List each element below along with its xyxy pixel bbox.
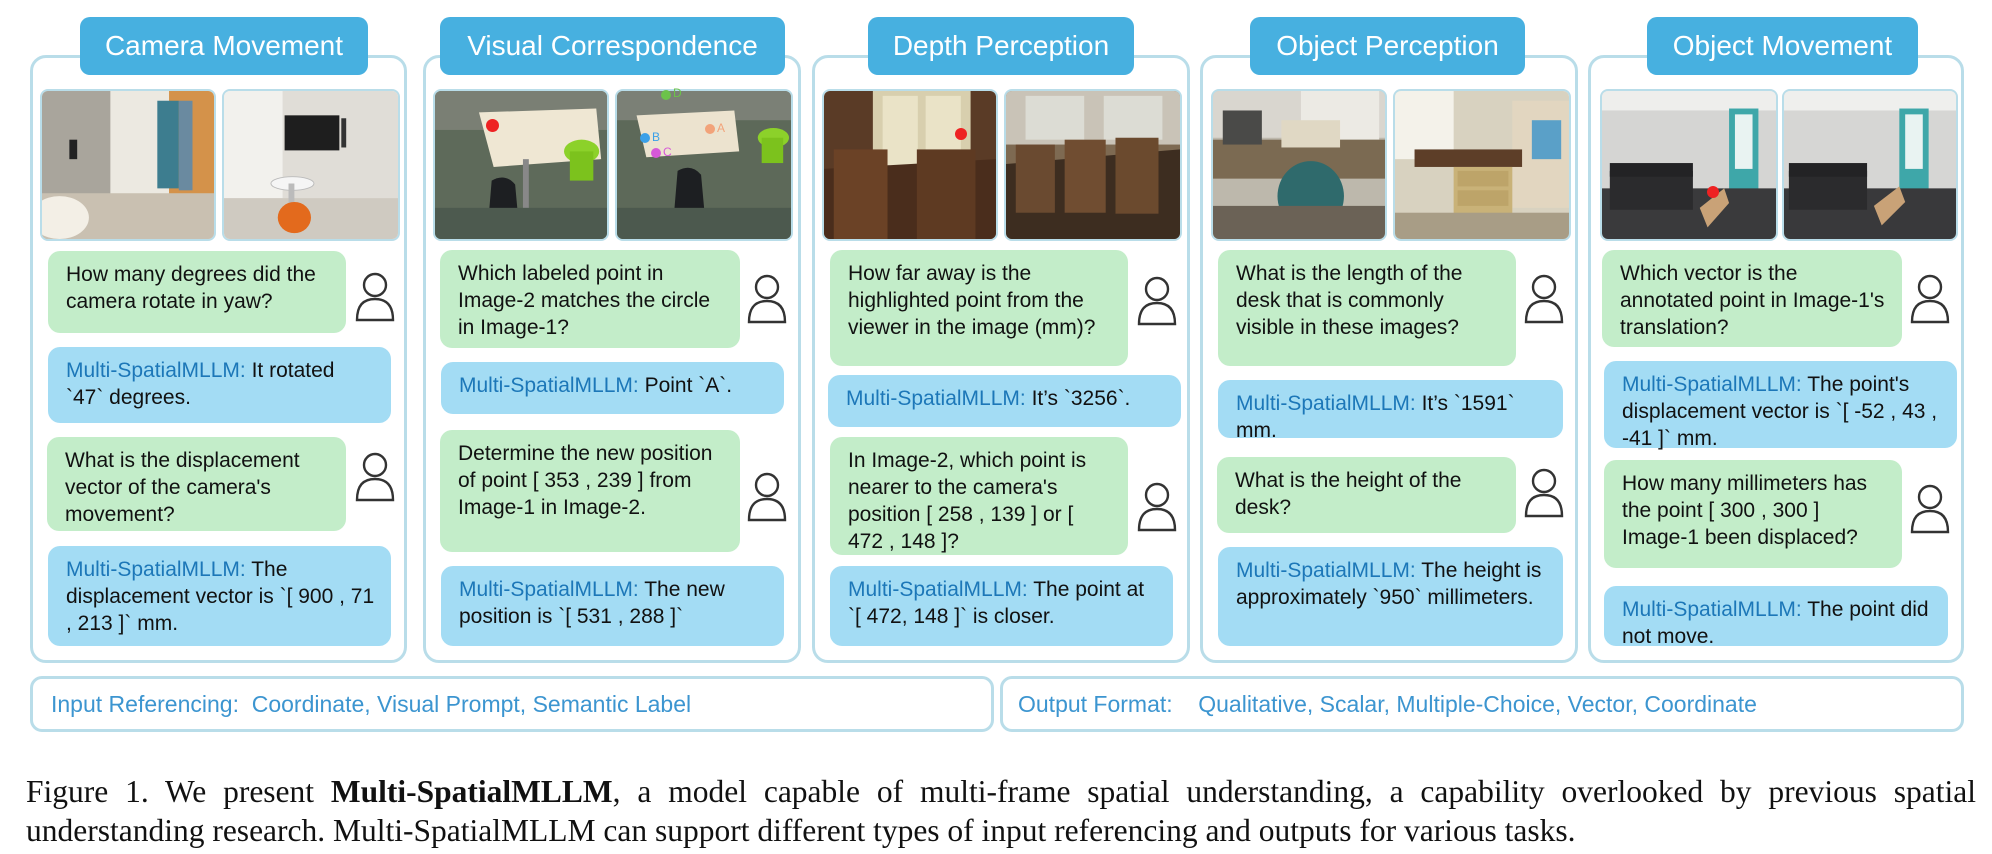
image-point-marker <box>640 133 650 143</box>
image-point-label: A <box>717 121 726 135</box>
user-icon <box>1523 272 1565 324</box>
image-point-marker <box>651 148 661 158</box>
user-icon <box>354 450 396 502</box>
question-bubble: What is the height of the desk? <box>1217 457 1516 533</box>
image-1-camera-movement <box>40 89 216 241</box>
answer-text: It rotated `47` degrees. <box>66 359 335 409</box>
answer-bubble: Multi-SpatialMLLM: The point's displacem… <box>1604 361 1957 450</box>
image-2-object-perception <box>1393 89 1571 241</box>
user-icon <box>1136 480 1178 532</box>
question-bubble: Which vector is the annotated point in I… <box>1602 250 1902 347</box>
answer-bubble: Multi-SpatialMLLM: It’s `3256`. <box>828 375 1181 427</box>
image-point-marker <box>486 119 499 132</box>
user-icon <box>354 270 396 322</box>
image-2-object-movement <box>1782 89 1958 241</box>
image-2-camera-movement <box>222 89 400 241</box>
question-bubble: How many millimeters has the point [ 300… <box>1604 460 1902 568</box>
image-1-depth-perception <box>822 89 998 241</box>
speaker-label: Multi-SpatialMLLM: <box>1236 392 1416 415</box>
user-icon <box>1909 482 1951 534</box>
answer-bubble: Multi-SpatialMLLM: The displacement vect… <box>48 546 391 646</box>
user-icon <box>746 470 788 522</box>
answer-text: The point's displacement vector is `[ -5… <box>1622 373 1938 450</box>
user-icon <box>1523 466 1565 518</box>
question-bubble: How far away is the highlighted point fr… <box>830 250 1128 366</box>
caption-model-name: Multi-SpatialMLLM <box>330 774 613 809</box>
image-point-marker <box>705 124 715 134</box>
answer-text: The point at `[ 472, 148 ]` is closer. <box>848 578 1145 628</box>
speaker-label: Multi-SpatialMLLM: <box>846 387 1026 410</box>
answer-text: It’s `1591` mm. <box>1236 392 1515 442</box>
input-referencing-values: Coordinate, Visual Prompt, Semantic Labe… <box>251 691 692 717</box>
image-point-marker <box>955 128 967 140</box>
user-icon <box>746 272 788 324</box>
input-referencing-box: Input Referencing: Coordinate, Visual Pr… <box>30 676 994 732</box>
answer-bubble: Multi-SpatialMLLM: Point `A`. <box>441 362 784 414</box>
panel-title-camera-movement: Camera Movement <box>80 17 368 75</box>
image-1-object-perception <box>1211 89 1387 241</box>
speaker-label: Multi-SpatialMLLM: <box>459 578 639 601</box>
caption-text: , a model capable of multi-frame spatial… <box>26 774 1976 848</box>
image-point-label: C <box>663 145 672 159</box>
user-icon <box>1909 272 1951 324</box>
output-format-values: Qualitative, Scalar, Multiple-Choice, Ve… <box>1198 691 1757 717</box>
question-bubble: Determine the new position of point [ 35… <box>440 430 740 552</box>
answer-text: The displacement vector is `[ 900 , 71 ,… <box>66 558 375 635</box>
image-point-marker <box>661 90 671 100</box>
answer-text: The new position is `[ 531 , 288 ]` <box>459 578 725 628</box>
speaker-label: Multi-SpatialMLLM: <box>1622 373 1802 396</box>
answer-text: Point `A`. <box>638 374 733 397</box>
panel-title-object-perception: Object Perception <box>1250 17 1525 75</box>
question-bubble: Which labeled point in Image-2 matches t… <box>440 250 740 348</box>
figure-caption: Figure 1. We present Multi-SpatialMLLM, … <box>26 772 1976 850</box>
image-point-marker <box>1707 186 1719 198</box>
panel-title-object-movement: Object Movement <box>1647 17 1918 75</box>
answer-bubble: Multi-SpatialMLLM: It rotated `47` degre… <box>48 347 391 423</box>
speaker-label: Multi-SpatialMLLM: <box>459 374 639 397</box>
image-2-depth-perception <box>1004 89 1182 241</box>
panel-title-depth-perception: Depth Perception <box>868 17 1134 75</box>
input-referencing-label: Input Referencing: <box>51 691 239 717</box>
answer-text: It’s `3256`. <box>1025 387 1131 410</box>
speaker-label: Multi-SpatialMLLM: <box>848 578 1028 601</box>
image-1-visual-correspondence <box>433 89 609 241</box>
output-format-label: Output Format: <box>1018 691 1173 717</box>
answer-text: The height is approximately `950` millim… <box>1236 559 1542 609</box>
speaker-label: Multi-SpatialMLLM: <box>66 359 246 382</box>
question-bubble: What is the displacement vector of the c… <box>47 437 346 531</box>
question-bubble: How many degrees did the camera rotate i… <box>48 251 346 333</box>
panel-title-visual-correspondence: Visual Correspondence <box>440 17 785 75</box>
answer-bubble: Multi-SpatialMLLM: It’s `1591` mm. <box>1218 380 1563 442</box>
answer-bubble: Multi-SpatialMLLM: The new position is `… <box>441 566 784 646</box>
question-bubble: What is the length of the desk that is c… <box>1218 250 1516 366</box>
output-format-box: Output Format: Qualitative, Scalar, Mult… <box>1000 676 1964 732</box>
speaker-label: Multi-SpatialMLLM: <box>1236 559 1416 582</box>
speaker-label: Multi-SpatialMLLM: <box>66 558 246 581</box>
answer-bubble: Multi-SpatialMLLM: The point did not mov… <box>1604 586 1948 648</box>
image-1-object-movement <box>1600 89 1778 241</box>
image-2-visual-correspondence <box>615 89 793 241</box>
image-point-label: D <box>673 86 682 100</box>
speaker-label: Multi-SpatialMLLM: <box>1622 598 1802 621</box>
caption-prefix: Figure 1. We present <box>26 774 331 809</box>
user-icon <box>1136 274 1178 326</box>
answer-bubble: Multi-SpatialMLLM: The height is approxi… <box>1218 547 1563 646</box>
question-bubble: In Image-2, which point is nearer to the… <box>830 437 1128 555</box>
image-point-label: B <box>652 130 661 144</box>
answer-bubble: Multi-SpatialMLLM: The point at `[ 472, … <box>830 566 1173 646</box>
answer-text: The point did not move. <box>1622 598 1929 648</box>
